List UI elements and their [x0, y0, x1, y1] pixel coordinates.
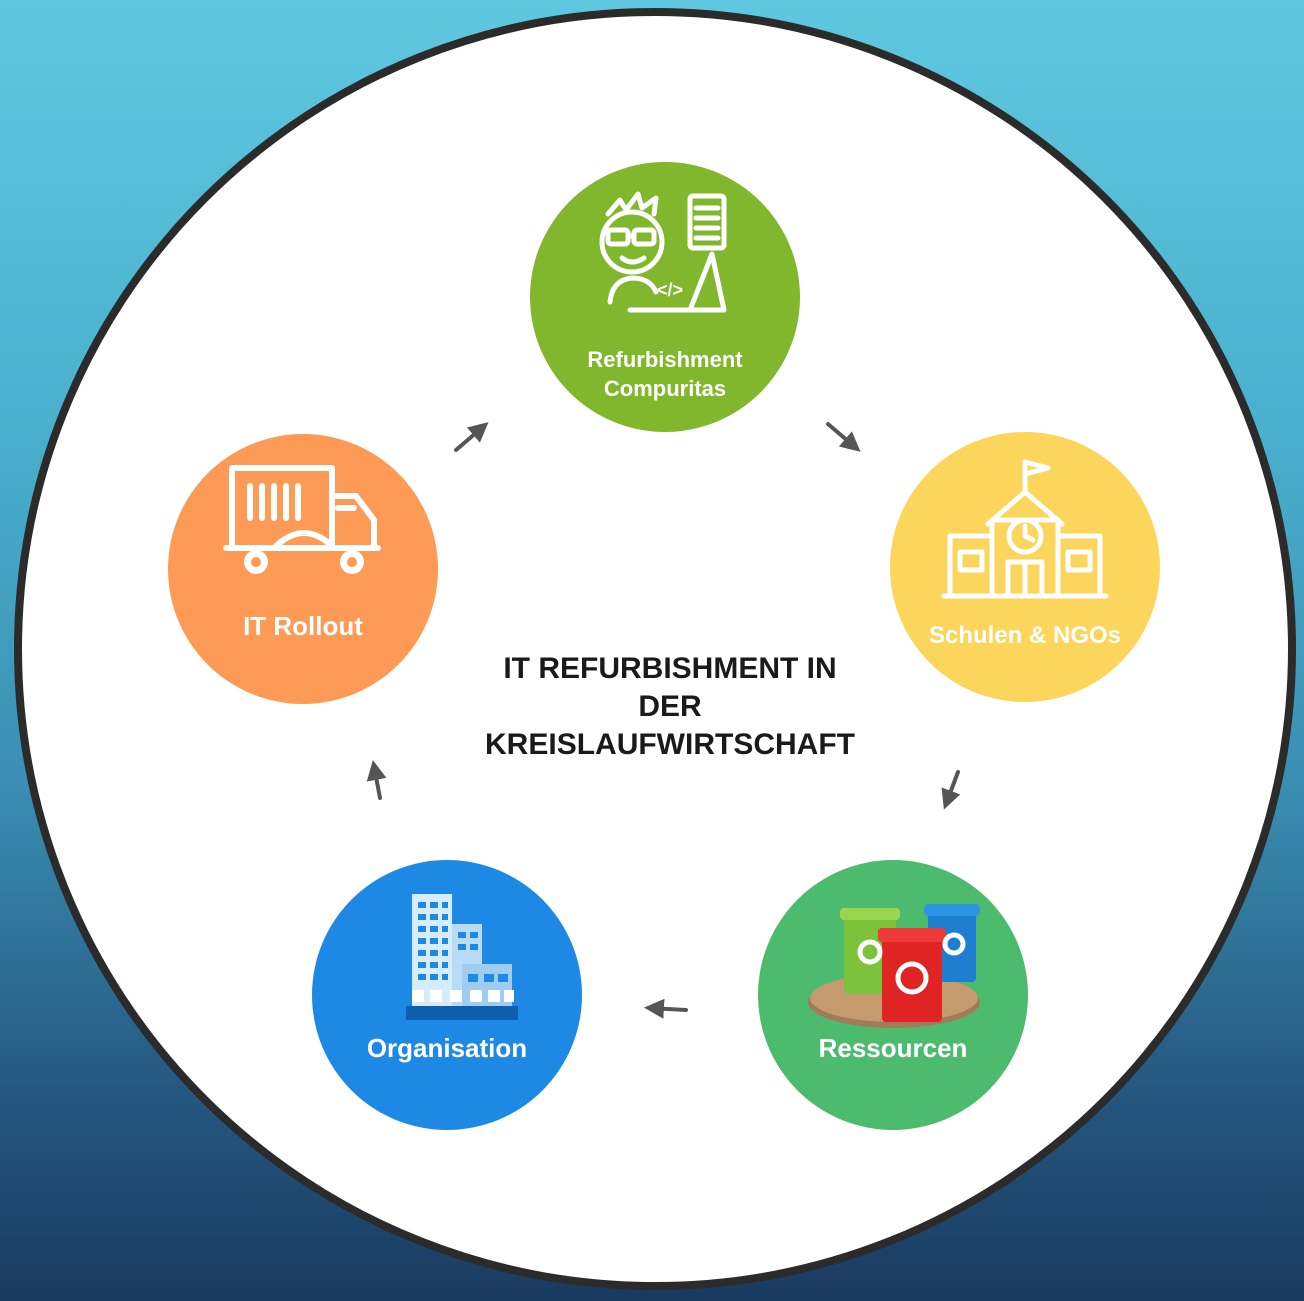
delivery-truck-icon	[168, 456, 438, 596]
recycling-bins-icon	[758, 882, 1028, 1028]
arrow-rollout-to-refurbishment	[454, 422, 489, 452]
school-building-icon	[890, 454, 1160, 599]
office-buildings-icon	[312, 882, 582, 1022]
svg-text:</>: </>	[657, 280, 683, 300]
node-refurbishment: </> Refurbishment Compuritas	[530, 162, 800, 432]
node-label-ressourcen: Ressourcen	[818, 1033, 968, 1063]
arrow-refurbishment-to-schulen	[826, 422, 861, 452]
node-label-rollout: IT Rollout	[243, 611, 363, 641]
node-rollout: IT Rollout	[168, 434, 438, 704]
node-label-schulen: Schulen & NGOs	[928, 622, 1122, 649]
arrow-ressourcen-to-organisation	[644, 998, 688, 1019]
arrow-organisation-to-rollout	[366, 760, 387, 800]
developer-at-computer-icon: </>	[530, 184, 800, 324]
node-organisation: Organisation	[312, 860, 582, 1130]
arrow-schulen-to-ressourcen	[941, 770, 961, 810]
node-schulen: Schulen & NGOs	[890, 432, 1160, 702]
diagram-title: IT REFURBISHMENT IN DER KREISLAUFWIRTSCH…	[485, 652, 855, 761]
node-label-organisation: Organisation	[366, 1033, 528, 1063]
node-label-refurbishment: Refurbishment Compuritas	[587, 347, 743, 401]
node-ressourcen: Ressourcen	[758, 860, 1028, 1130]
